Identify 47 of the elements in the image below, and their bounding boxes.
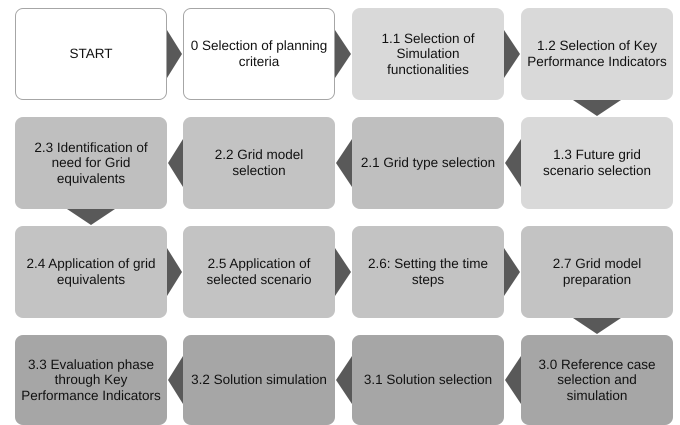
arrow <box>67 209 115 225</box>
process-box <box>15 335 167 425</box>
step-label: 2.5 Application of selected scenario <box>205 256 313 288</box>
arrow <box>504 248 520 296</box>
arrow <box>573 318 621 334</box>
process-box <box>352 226 504 318</box>
arrow <box>167 248 182 296</box>
step-label: 2.1 Grid type selection <box>360 155 496 171</box>
process-box <box>183 117 335 209</box>
process-box <box>521 335 673 425</box>
process-box <box>183 8 335 100</box>
step-label: 2.3 Identification of need for Grid equivalents <box>33 140 149 186</box>
arrow <box>336 139 352 187</box>
process-box <box>352 8 504 100</box>
step-label: 1.2 Selection of Key Performance Indicators <box>526 38 668 70</box>
step-label: 1.3 Future grid scenario selection <box>542 147 652 179</box>
process-box <box>15 8 167 100</box>
step-label: 2.7 Grid model preparation <box>552 256 642 288</box>
arrow <box>505 356 521 404</box>
process-box <box>521 226 673 318</box>
arrow <box>336 356 352 404</box>
arrow <box>573 100 621 116</box>
arrow <box>168 356 183 404</box>
process-box <box>15 226 167 318</box>
process-box <box>521 8 673 100</box>
arrow <box>335 30 351 78</box>
process-box <box>183 335 335 425</box>
process-box <box>521 117 673 209</box>
process-box <box>15 117 167 209</box>
step-label: 3.0 Reference case selection and simulation <box>537 356 657 404</box>
arrow <box>168 139 183 187</box>
arrow <box>505 139 521 187</box>
step-label: 0 Selection of planning criteria <box>190 38 328 70</box>
arrow <box>335 248 351 296</box>
step-label: 1.1 Selection of Simulation functionalities <box>380 30 476 78</box>
step-label: 2.6: Setting the time steps <box>366 256 490 288</box>
step-label: 3.1 Solution selection <box>364 372 492 388</box>
step-label: 3.3 Evaluation phase through Key Performance Indicators <box>20 356 162 404</box>
process-box <box>183 226 335 318</box>
arrow <box>504 30 520 78</box>
step-label: 2.2 Grid model selection <box>214 147 304 179</box>
arrow <box>167 30 182 78</box>
step-label: START <box>69 46 112 62</box>
process-box <box>352 335 504 425</box>
step-label: 3.2 Solution simulation <box>191 372 327 388</box>
process-box <box>352 117 504 209</box>
step-label: 2.4 Application of grid equivalents <box>25 256 157 288</box>
